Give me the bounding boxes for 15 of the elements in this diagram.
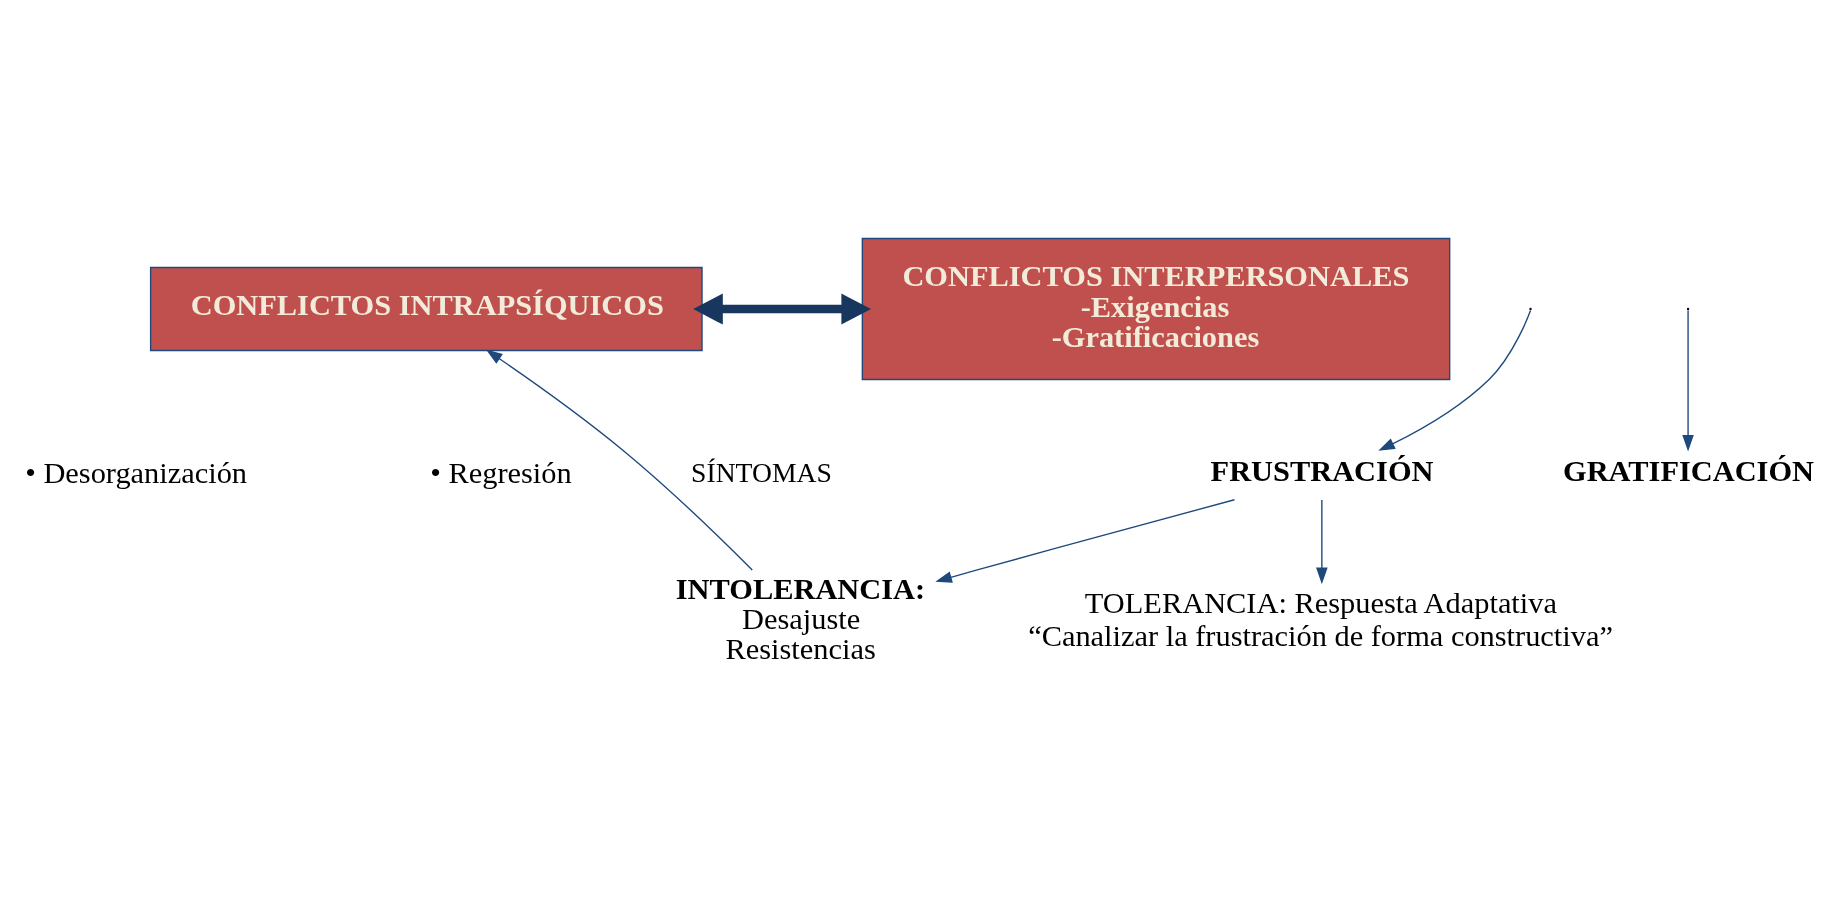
arrow	[1682, 309, 1694, 451]
node-text: INTOLERANCIA: Desajuste Resistencias	[675, 571, 926, 666]
arrow	[1378, 309, 1532, 451]
node-text: TOLERANCIA: Respuesta Adaptativa “Canalizar la frustración de forma constructiva”	[1028, 584, 1613, 653]
arrow	[485, 349, 753, 571]
node-box: CONFLICTOS INTERPERSONALES -Exigencias -Gratificaciones	[861, 237, 1451, 380]
edge-label: SÍNTOMAS	[691, 456, 832, 488]
arrow	[1316, 498, 1328, 584]
label: • Regresión	[430, 455, 572, 490]
arrow	[935, 498, 1236, 583]
label: • Desorganización	[25, 455, 248, 490]
node-text: FRUSTRACIÓN	[1210, 453, 1434, 488]
node-text: GRATIFICACIÓN	[1563, 453, 1815, 488]
node-box: CONFLICTOS INTRAPSÍQUICOS	[149, 266, 703, 351]
arrow	[693, 292, 872, 325]
